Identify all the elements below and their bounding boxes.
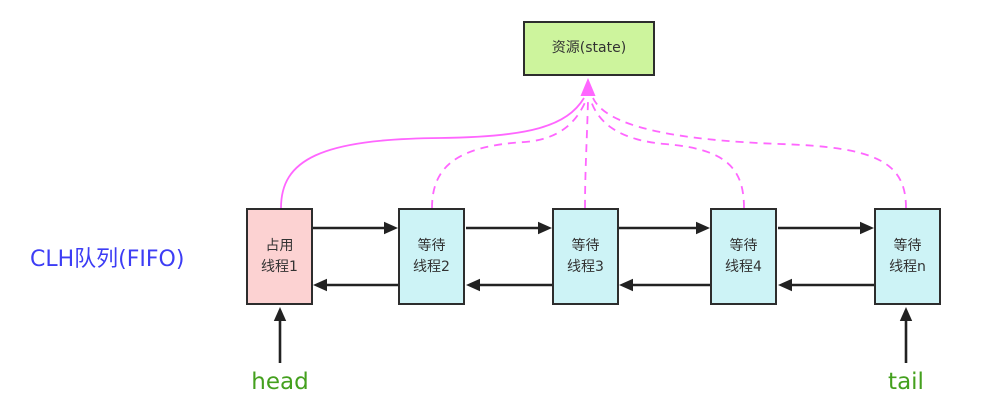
prev-arrow-2-1-head-icon xyxy=(313,278,327,292)
resource-state-box: 资源(state) xyxy=(523,21,655,76)
prev-arrow-4-3-head-icon xyxy=(619,278,633,292)
node-thread-3: 等待 线程3 xyxy=(552,208,619,305)
node-thread-n: 等待 线程n xyxy=(874,208,941,305)
tail-pointer-arrowhead-icon xyxy=(899,307,913,321)
resource-link-threadn-line xyxy=(592,97,907,209)
next-arrow-1-2-head-icon xyxy=(384,221,398,235)
node-thread-4: 等待 线程4 xyxy=(710,208,777,305)
next-arrow-2-3-head-icon xyxy=(538,221,552,235)
next-arrow-4-n-head-icon xyxy=(860,221,874,235)
node-thread-2: 等待 线程2 xyxy=(398,208,465,305)
head-pointer-label: head xyxy=(251,369,309,395)
resource-link-thread3-line xyxy=(584,99,589,209)
resource-link-arrowhead-icon xyxy=(580,78,596,96)
prev-arrow-n-4-head-icon xyxy=(778,278,792,292)
resource-link-thread1-line xyxy=(280,97,585,209)
resource-link-thread2-line xyxy=(431,97,588,209)
node-thread-1: 占用 线程1 xyxy=(246,208,313,305)
next-arrow-3-4-head-icon xyxy=(696,221,710,235)
queue-title-label: CLH队列(FIFO) xyxy=(30,247,185,272)
resource-link-thread4-line xyxy=(589,97,745,209)
head-pointer-arrowhead-icon xyxy=(273,307,287,321)
tail-pointer-label: tail xyxy=(888,369,924,395)
prev-arrow-3-2-head-icon xyxy=(466,278,480,292)
